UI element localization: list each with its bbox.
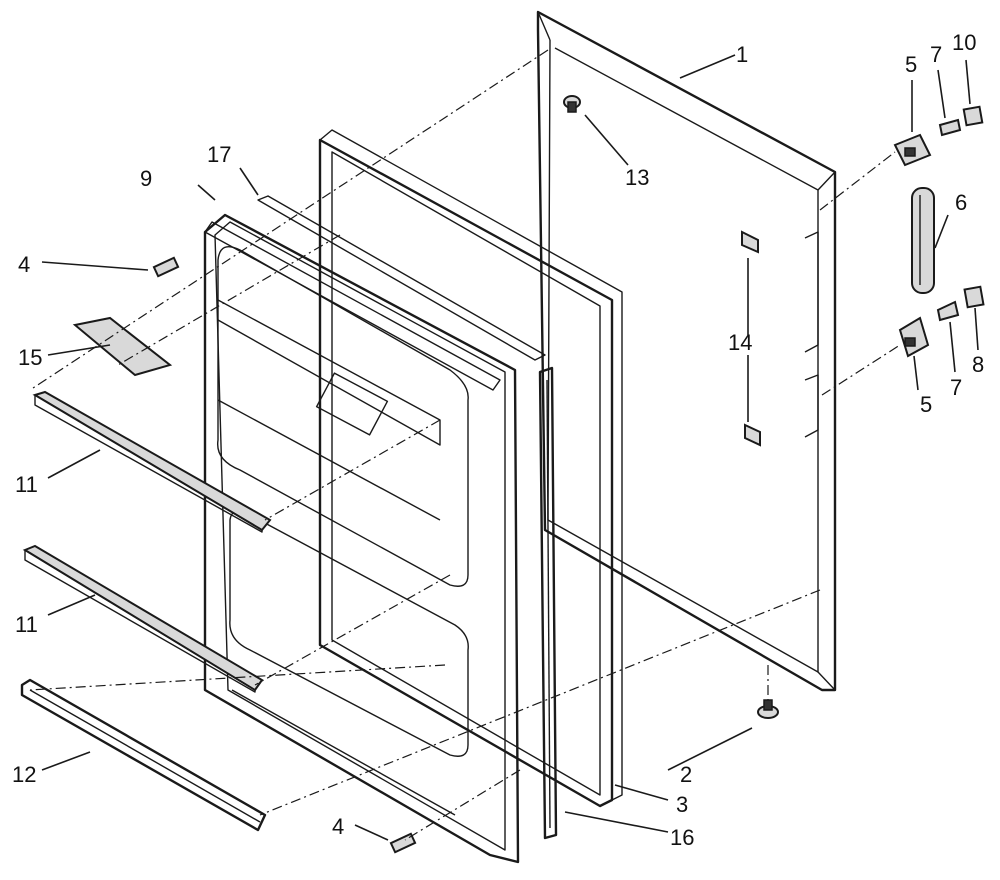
callout-9: 9 — [140, 166, 152, 191]
door-label — [72, 316, 173, 377]
callout-labels: 1 2 3 4 4 5 5 6 7 7 8 9 10 11 11 12 13 1… — [12, 30, 984, 850]
hinge-pin-top — [938, 118, 962, 137]
callout-7-lower: 7 — [950, 375, 962, 400]
callout-11-lower: 11 — [15, 612, 38, 637]
callout-2: 2 — [680, 762, 692, 787]
callout-6: 6 — [955, 190, 967, 215]
leader-lines — [41, 54, 979, 841]
callout-5-lower: 5 — [920, 392, 932, 417]
side-gasket-strip — [538, 366, 558, 840]
clip-lower — [744, 423, 761, 447]
outer-door-panel — [536, 10, 837, 692]
door-gasket — [318, 129, 623, 808]
callout-11-upper: 11 — [15, 472, 38, 497]
bottom-door-rail — [20, 678, 267, 832]
callout-1: 1 — [736, 42, 748, 67]
plug-button — [563, 95, 581, 113]
hinge-bottom — [898, 316, 930, 358]
leveling-foot — [757, 699, 779, 719]
callout-13: 13 — [625, 165, 649, 190]
hinge-pin-bottom — [936, 300, 960, 322]
callout-8: 8 — [972, 352, 984, 377]
screw-lower — [389, 832, 417, 854]
callout-4-lower: 4 — [332, 814, 344, 839]
clip-upper — [741, 230, 759, 254]
callout-3: 3 — [676, 792, 688, 817]
top-trim-strip — [204, 195, 546, 391]
callout-17: 17 — [207, 142, 231, 167]
hinge-cap-bottom — [963, 285, 985, 309]
hinge-cap-top — [962, 105, 984, 127]
alignment-lines — [29, 49, 901, 841]
callout-4-upper: 4 — [18, 252, 30, 277]
callout-10: 10 — [952, 30, 976, 55]
door-shelf-upper — [32, 390, 272, 533]
callout-14: 14 — [728, 330, 752, 355]
callout-16: 16 — [670, 825, 694, 850]
hinge-rod — [911, 187, 935, 294]
screw-upper — [152, 256, 180, 278]
callout-12: 12 — [12, 762, 36, 787]
callout-7-upper: 7 — [930, 42, 942, 67]
door-shelf-lower — [22, 544, 264, 693]
hinge-top — [893, 133, 932, 167]
callout-5-upper: 5 — [905, 52, 917, 77]
callout-15: 15 — [18, 345, 42, 370]
